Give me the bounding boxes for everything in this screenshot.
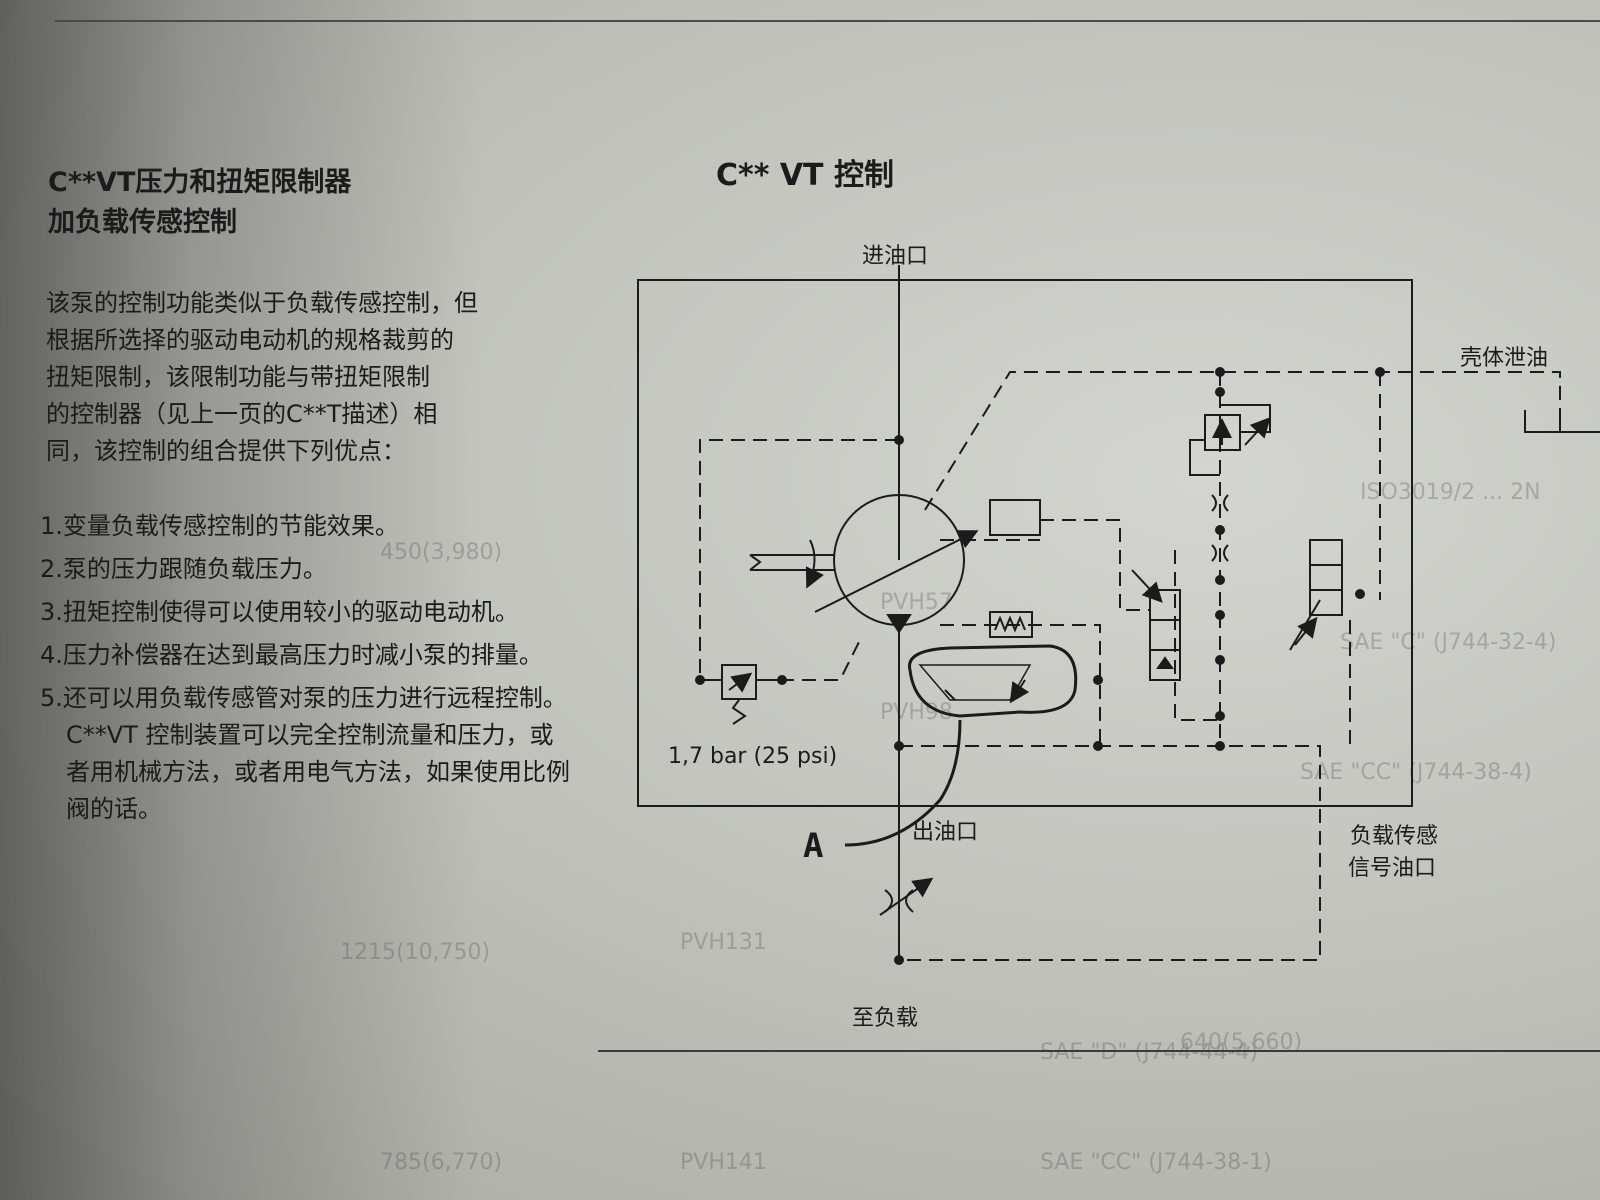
signal-port-label: 信号油口 xyxy=(1348,856,1437,881)
drain-line xyxy=(924,371,1561,511)
load-sense-label: 负载传感 xyxy=(1350,824,1439,849)
outlet-label: 出油口 xyxy=(912,820,979,845)
bg-table-row: SAE "CC" (J744-38-1) xyxy=(1040,1150,1272,1175)
bg-table-value: 450(3,980) xyxy=(380,540,503,565)
bottom-rule xyxy=(598,1050,1600,1052)
benefit-item: 2.泵的压力跟随负载压力。 xyxy=(40,555,327,583)
annotation-pointer xyxy=(844,719,962,847)
orifice-2 xyxy=(1211,544,1229,562)
pump-envelope xyxy=(637,279,1413,807)
bg-table-row: ISO3019/2 ... 2N xyxy=(1360,480,1541,505)
orifice-1 xyxy=(1211,494,1229,512)
bg-table-row: SAE "CC" (J744-38-4) xyxy=(1300,760,1532,785)
relief-spring xyxy=(731,699,747,725)
bg-table-model: PVH141 xyxy=(680,1150,767,1175)
case-drain-label: 壳体泄油 xyxy=(1460,346,1549,371)
pilot-line-left xyxy=(699,439,899,680)
intro-line: 扭矩限制，该限制功能与带扭矩限制 xyxy=(46,363,430,391)
variable-arrow xyxy=(814,530,979,613)
intro-line: 同，该控制的组合提供下列优点： xyxy=(46,437,406,465)
bg-table-row: SAE "C" (J744-32-4) xyxy=(1340,630,1557,655)
benefit-item: 3.扭矩控制使得可以使用较小的驱动电动机。 xyxy=(40,598,519,626)
inlet-label: 进油口 xyxy=(862,244,929,269)
outlet-triangle xyxy=(886,614,912,634)
pilot-line-2 xyxy=(780,639,861,681)
section-title: C**VT压力和扭矩限制器 xyxy=(48,167,352,198)
to-load-label: 至负载 xyxy=(852,1006,919,1031)
benefit-item: 5.还可以用负载传感管对泵的压力进行远程控制。C**VT 控制装置可以完全控制流… xyxy=(40,684,570,823)
drive-shaft xyxy=(749,554,834,571)
load-sense-line xyxy=(899,745,1321,961)
bg-table-model: PVH131 xyxy=(680,930,767,955)
rotation-arrow xyxy=(805,539,824,589)
diagram-title: C** VT 控制 xyxy=(716,158,894,193)
junction-dots xyxy=(695,367,1385,965)
valve-line-3 xyxy=(1174,550,1220,721)
benefit-item: 1.变量负载传感控制的节能效果。 xyxy=(40,512,399,540)
intro-line: 根据所选择的驱动电动机的规格裁剪的 xyxy=(46,326,454,354)
intro-line: 的控制器（见上一页的C**T描述）相 xyxy=(46,400,438,428)
spring-line xyxy=(940,624,1101,746)
torque-valve xyxy=(1309,539,1343,616)
section-subtitle: 加负载传感控制 xyxy=(48,207,237,238)
benefit-item: 4.压力补偿器在达到最高压力时减小泵的排量。 xyxy=(40,641,543,669)
signal-line xyxy=(1040,519,1150,611)
bg-table-value: 1215(10,750) xyxy=(340,940,491,965)
spring-box xyxy=(989,611,1033,638)
top-rule xyxy=(55,20,1600,22)
bg-table-value: 785(6,770) xyxy=(380,1150,503,1175)
bg-table-row: SAE "D" (J744-44-4) xyxy=(1040,1040,1259,1065)
intro-paragraph: 该泵的控制功能类似于负载传感控制，但 根据所选择的驱动电动机的规格裁剪的 扭矩限… xyxy=(46,285,566,470)
spring-zigzag xyxy=(994,615,1026,633)
drain-tank xyxy=(1524,410,1600,433)
directional-valve xyxy=(1149,589,1181,681)
pressure-label: 1,7 bar (25 psi) xyxy=(668,744,838,769)
benefits-list: 1.变量负载传感控制的节能效果。 2.泵的压力跟随负载压力。 3.扭矩控制使得可… xyxy=(40,508,570,834)
compensator-box xyxy=(989,499,1041,536)
annotation-circle xyxy=(908,644,1078,718)
annotation-letter: A xyxy=(803,826,824,866)
relief-valve xyxy=(721,664,757,700)
intro-line: 该泵的控制功能类似于负载传感控制，但 xyxy=(46,289,478,317)
